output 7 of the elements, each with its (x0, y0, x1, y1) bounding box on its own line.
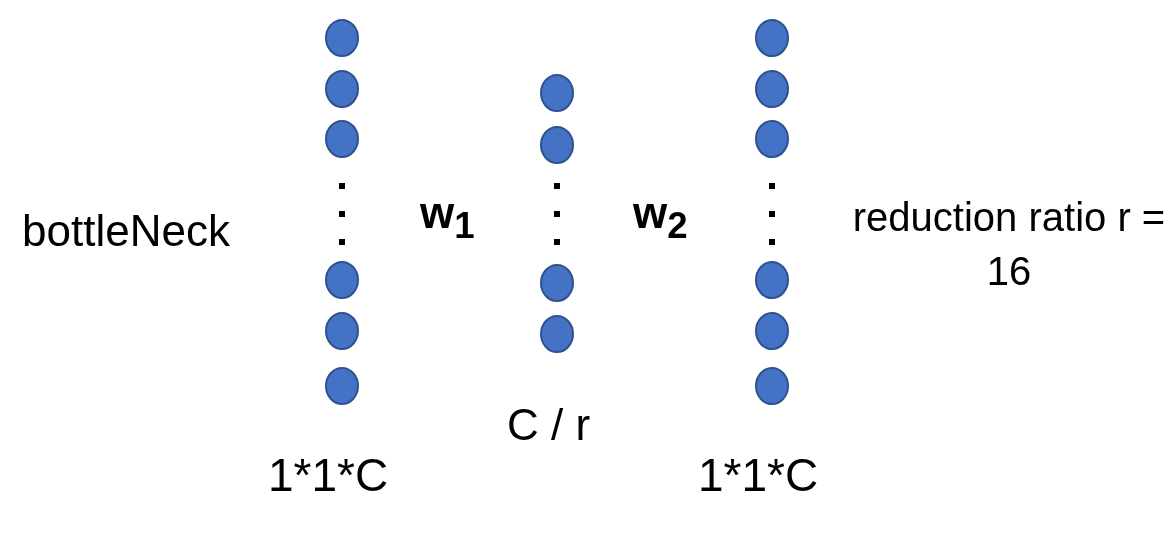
dimension-label: 1*1*C (268, 448, 389, 502)
weight-label: w$_{1}$ (420, 188, 475, 247)
weight-label: w$_{2}$ (633, 188, 688, 247)
layer-label: bottleNeck (22, 206, 230, 256)
dimension-label: 1*1*C (698, 448, 819, 502)
ratio-note: reduction ratio r = 16 (851, 194, 1167, 295)
dimension-label: C / r (507, 400, 591, 450)
